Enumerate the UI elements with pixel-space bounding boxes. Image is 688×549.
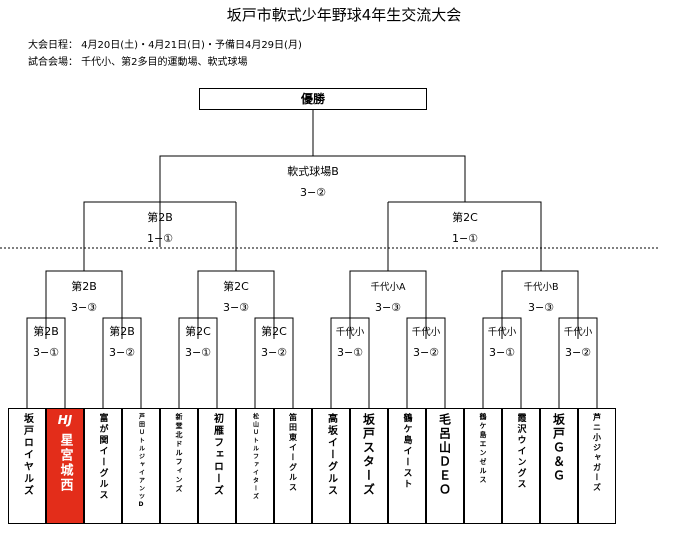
team-box: 高坂イーグルス — [312, 408, 350, 524]
round1-match: 3−① — [488, 346, 516, 359]
final-match: 3−② — [299, 186, 327, 199]
quarter-venue: 千代小B — [523, 282, 559, 293]
team-box: 鶴ケ島エンゼルス — [464, 408, 502, 524]
semi-venue: 第2C — [452, 211, 478, 224]
round1-venue: 千代小 — [487, 327, 517, 338]
team-box: 笛田東イーグルス — [274, 408, 312, 524]
venue-text: 試合会場： 千代小、第2多目的運動場、軟式球場 — [28, 57, 248, 68]
team-name: 富が関イーグルス — [97, 413, 108, 501]
team-name: 新堂北ドルフィンズ — [175, 413, 183, 494]
tournament-title: 坂戸市軟式少年野球4年生交流大会 — [226, 6, 462, 24]
team-name: 芦田ＵトルジャイアンツD — [137, 413, 145, 510]
round1-match: 3−② — [564, 346, 592, 359]
team-logo-icon: HJ — [57, 413, 73, 427]
team-name: 坂戸スターズ — [361, 413, 376, 497]
semi-venue: 第2B — [147, 211, 173, 224]
team-box: 毛呂山ＤＥＯ — [426, 408, 464, 524]
team-box: 坂戸スターズ — [350, 408, 388, 524]
team-box: 新堂北ドルフィンズ — [160, 408, 198, 524]
quarter-venue: 千代小A — [370, 282, 406, 293]
semi-match: 1−① — [451, 232, 479, 245]
team-name: 芦ニ小ジャガーズ — [592, 413, 602, 493]
quarter-match: 3−③ — [527, 301, 555, 314]
round1-match: 3−② — [108, 346, 136, 359]
round1-match: 3−① — [32, 346, 60, 359]
team-box: 鶴ケ島イースト — [388, 408, 426, 524]
round1-venue: 第2C — [185, 325, 211, 338]
round1-match: 3−② — [412, 346, 440, 359]
team-name: 初雁フェローズ — [211, 413, 223, 497]
quarter-match: 3−③ — [374, 301, 402, 314]
quarter-venue: 第2C — [223, 280, 249, 293]
champion-box: 優勝 — [199, 88, 427, 110]
round1-match: 3−① — [336, 346, 364, 359]
quarter-venue: 第2B — [71, 280, 97, 293]
quarter-match: 3−③ — [70, 301, 98, 314]
semi-match: 1−① — [146, 232, 174, 245]
team-name: 坂戸ロイヤルズ — [21, 413, 33, 497]
round1-venue: 第2B — [109, 325, 135, 338]
round1-venue: 千代小 — [563, 327, 593, 338]
round1-venue: 千代小 — [411, 327, 441, 338]
team-box: 坂戸Ｇ＆Ｇ — [540, 408, 578, 524]
team-name: 鶴ケ島イースト — [401, 413, 412, 490]
team-name: 星宮城西 — [57, 433, 73, 493]
team-name: 毛呂山ＤＥＯ — [437, 413, 452, 497]
team-name: 笛田東イーグルス — [288, 413, 298, 493]
round1-match: 3−② — [260, 346, 288, 359]
team-box: 初雁フェローズ — [198, 408, 236, 524]
schedule-text: 大会日程： 4月20日(土)・4月21日(日)・予備日4月29日(月) — [28, 40, 302, 51]
round1-match: 3−① — [184, 346, 212, 359]
round1-venue: 第2B — [33, 325, 59, 338]
team-box: 芦田ＵトルジャイアンツD — [122, 408, 160, 524]
team-box: 松山Ｕトルファイターズ — [236, 408, 274, 524]
team-box: 坂戸ロイヤルズ — [8, 408, 46, 524]
final-venue: 軟式球場B — [287, 165, 339, 178]
team-box: HJ 星宮城西 — [46, 408, 84, 524]
quarter-match: 3−③ — [222, 301, 250, 314]
team-box: 霞沢ウイングス — [502, 408, 540, 524]
team-name: 高坂イーグルス — [325, 413, 337, 497]
team-name: 松山Ｕトルファイターズ — [251, 413, 259, 501]
team-name: 坂戸Ｇ＆Ｇ — [551, 413, 566, 483]
round1-venue: 第2C — [261, 325, 287, 338]
team-name: 鶴ケ島エンゼルス — [479, 413, 487, 485]
team-box: 富が関イーグルス — [84, 408, 122, 524]
team-box: 芦ニ小ジャガーズ — [578, 408, 616, 524]
round1-venue: 千代小 — [335, 327, 365, 338]
team-name: 霞沢ウイングス — [515, 413, 526, 490]
